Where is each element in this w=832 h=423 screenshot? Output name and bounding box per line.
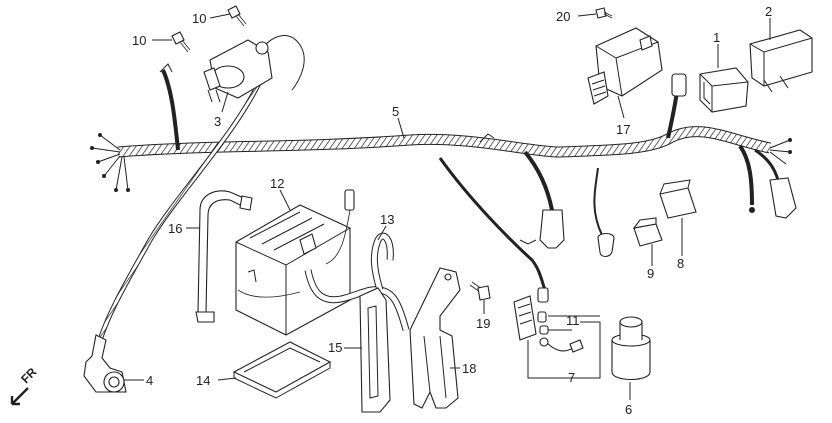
callout-19: 19 <box>476 316 490 331</box>
callout-18: 18 <box>462 361 476 376</box>
relay-unit <box>659 179 697 219</box>
callout-17: 17 <box>616 122 630 137</box>
battery-stay <box>359 287 391 413</box>
battery <box>235 189 355 336</box>
callout-8: 8 <box>677 256 684 271</box>
front-label: FR <box>18 365 39 386</box>
control-unit <box>749 29 813 93</box>
cdi-unit <box>587 27 663 105</box>
spark-plug-cap <box>83 334 127 393</box>
callout-15: 15 <box>328 340 342 355</box>
callout-13: 13 <box>380 212 394 227</box>
bolt-10-lower <box>171 31 191 53</box>
callout-9: 9 <box>647 266 654 281</box>
callout-5: 5 <box>392 104 399 119</box>
callout-14: 14 <box>196 373 210 388</box>
fuse-holder <box>513 287 584 353</box>
front-direction-indicator: FR <box>10 365 40 406</box>
regulator-unit <box>699 67 749 113</box>
callout-10-lower: 10 <box>132 33 146 48</box>
callout-leaders <box>124 13 771 400</box>
callout-12: 12 <box>270 176 284 191</box>
callout-1: 1 <box>713 30 720 45</box>
battery-band <box>195 190 253 323</box>
callout-11: 11 <box>566 313 580 328</box>
ignition-coil <box>203 39 273 103</box>
callout-4: 4 <box>146 373 153 388</box>
relay-small <box>632 217 663 247</box>
callout-6: 6 <box>625 402 632 417</box>
callout-20: 20 <box>556 9 570 24</box>
callout-7: 7 <box>568 370 575 385</box>
stay-bracket <box>409 267 461 409</box>
bolt-10-upper <box>227 5 247 27</box>
bolt-20 <box>595 7 613 19</box>
callout-10-upper: 10 <box>192 11 206 26</box>
callout-2: 2 <box>765 4 772 19</box>
main-wire-harness <box>90 35 797 341</box>
bolt-19 <box>469 281 491 301</box>
battery-tray <box>232 341 332 399</box>
arrow-down-left-icon <box>10 387 29 406</box>
callout-16: 16 <box>168 221 182 236</box>
callout-3: 3 <box>214 114 221 129</box>
capacitor <box>611 316 651 381</box>
callout-labels: 1 2 3 4 5 6 7 8 9 10 10 11 12 13 14 15 1… <box>132 4 772 417</box>
